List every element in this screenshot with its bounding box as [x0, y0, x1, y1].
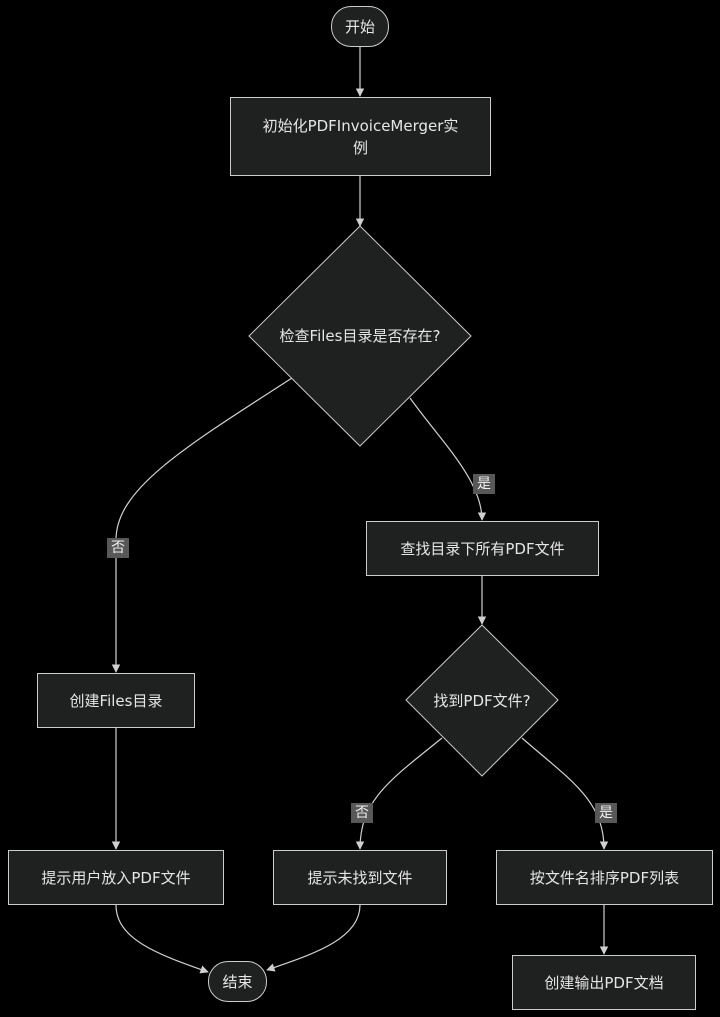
end-node: 结束 — [208, 961, 267, 1002]
edge-found-notfound — [355, 737, 443, 850]
diamond-found-pdf — [405, 624, 559, 777]
find-pdfs-node: 查找目录下所有PDF文件 — [366, 521, 599, 576]
prompt-put-node: 提示用户放入PDF文件 — [8, 850, 224, 905]
edge-label-found-no: 否 — [351, 803, 373, 823]
edge-prompt-end — [115, 904, 209, 974]
end-label: 结束 — [222, 972, 253, 991]
create-dir-node: 创建Files目录 — [37, 673, 195, 728]
init-label: 初始化PDFInvoiceMerger实例 — [262, 116, 459, 157]
edge-label-found-yes: 是 — [595, 803, 617, 823]
decision-shapes — [248, 225, 559, 777]
found-pdf-label: 找到PDF文件? — [433, 692, 531, 710]
edge-notfound-end — [266, 904, 361, 972]
sort-list-node: 按文件名排序PDF列表 — [496, 850, 713, 905]
edge-label-dir-yes: 是 — [473, 474, 495, 494]
edge-found-sort — [521, 737, 609, 850]
sort-list-label: 按文件名排序PDF列表 — [529, 868, 680, 887]
prompt-put-label: 提示用户放入PDF文件 — [41, 868, 191, 887]
prompt-notfound-label: 提示未找到文件 — [307, 868, 413, 887]
edge-label-dir-no: 否 — [107, 538, 129, 558]
check-dir-label: 检查Files目录是否存在? — [279, 327, 441, 345]
start-node: 开始 — [331, 6, 389, 47]
find-pdfs-label: 查找目录下所有PDF文件 — [400, 539, 565, 558]
init-node: 初始化PDFInvoiceMerger实例 — [230, 97, 491, 176]
edge-check-create-dir — [111, 377, 293, 673]
create-output-label: 创建输出PDF文档 — [544, 973, 664, 992]
create-output-node: 创建输出PDF文档 — [512, 955, 696, 1010]
diamond-check-dir — [248, 225, 472, 447]
prompt-notfound-node: 提示未找到文件 — [273, 850, 447, 905]
edge-check-find — [409, 397, 487, 521]
create-dir-label: 创建Files目录 — [69, 691, 163, 710]
start-label: 开始 — [344, 17, 375, 36]
